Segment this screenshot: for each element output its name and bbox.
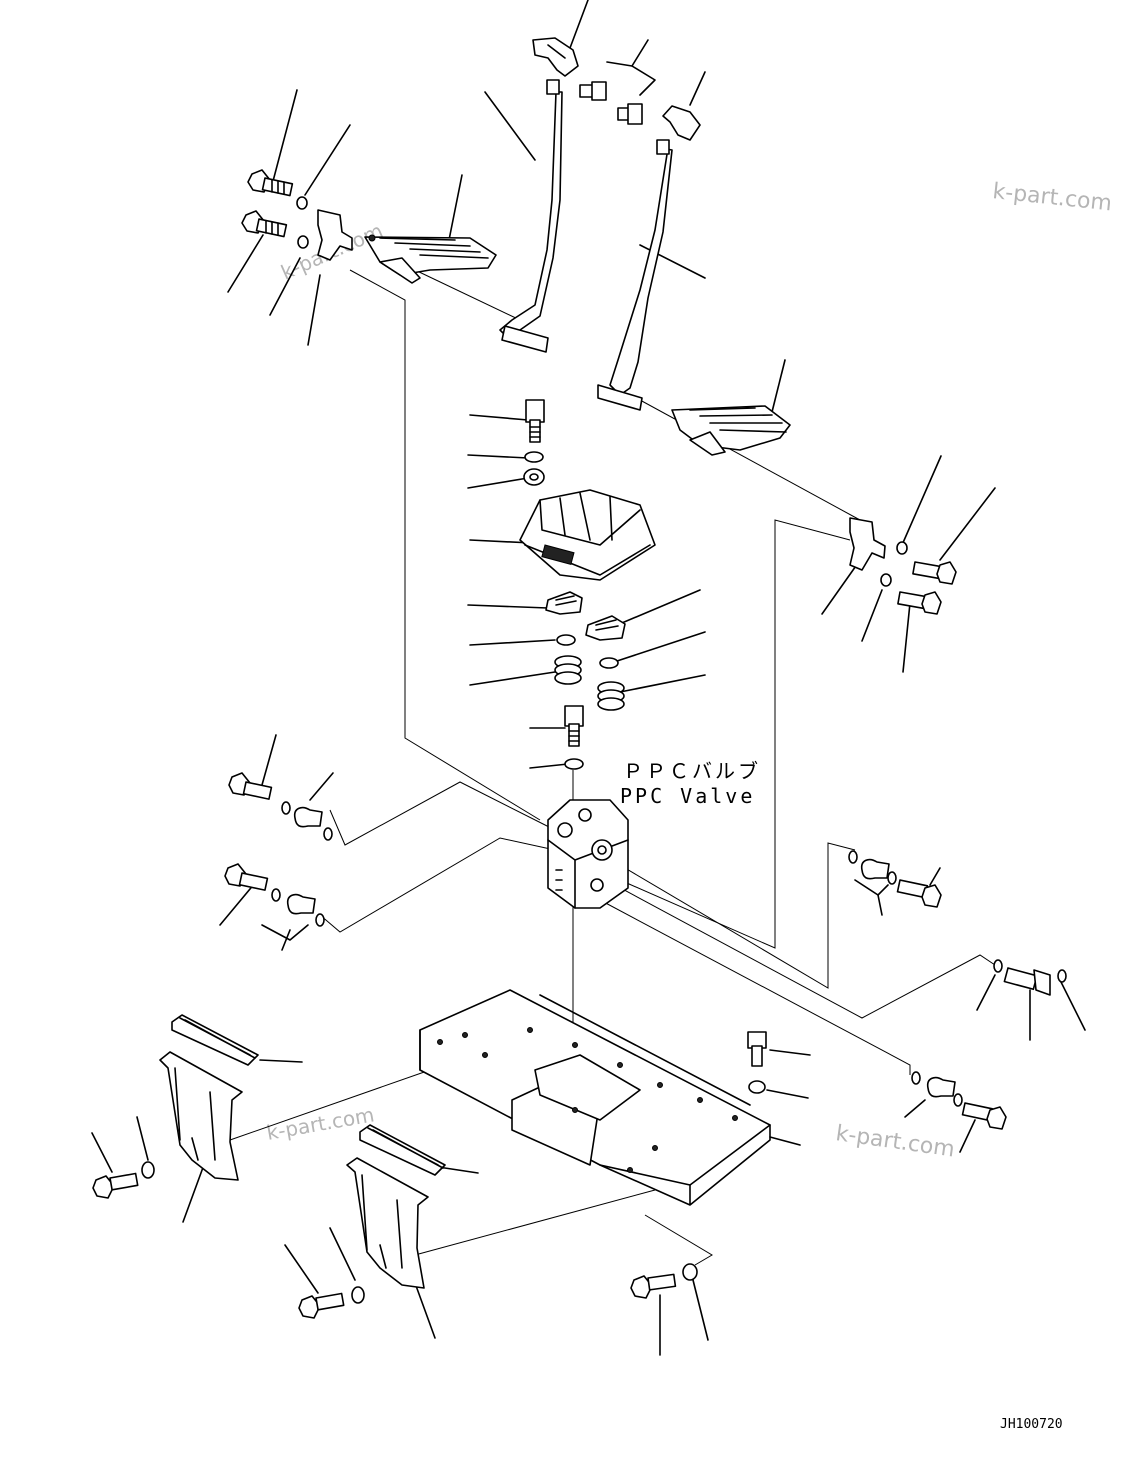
oring-left-1b [323,827,333,841]
oring-right-2b [1057,969,1067,983]
washer-floor-lower [682,1263,698,1281]
assembly-lines [229,269,996,1266]
bolt-pedal-left [92,1172,139,1199]
leader-lines [91,0,1086,1356]
elbow-fitting-left-2 [286,893,316,915]
lever-knob-left [532,37,579,77]
watermark-bottom-right: k-part.com [834,1121,956,1162]
spring-left [554,655,582,685]
pedal-bracket-left [317,209,353,261]
bolt-fitting-right-3 [961,1102,1007,1130]
bolt-fitting-right-1 [896,879,942,908]
oring-left-2b [315,913,325,927]
ring-left [556,634,576,646]
oring-right-1 [848,850,858,864]
bolt-fitting-left-2 [224,863,269,891]
washer-pedal-right [351,1286,365,1304]
drawing-id: JH100720 [1000,1417,1063,1432]
floor-pedal-right [359,1124,446,1176]
ring-right [599,657,619,669]
oring-left-1 [281,801,291,815]
joint-upper-1 [579,81,607,101]
bolt-fitting-left-1 [228,772,273,800]
floor-plate [419,989,771,1206]
lever-knob-right [662,105,701,141]
ppc-valve-label-en: PPC Valve [620,784,755,808]
rod-left [499,79,563,353]
joint-upper-2 [617,103,643,125]
oring-right-1b [887,871,897,885]
bolt-floor-plate [747,1031,767,1067]
elbow-fitting-right-3 [926,1076,956,1098]
washer-pedal-left [141,1161,155,1179]
elbow-fitting-right-1 [860,858,890,880]
spring-right [597,681,625,711]
bolt-upper-left-2 [241,210,288,238]
washer-floor-plate [748,1080,766,1094]
oring-right-2 [993,959,1003,973]
pedal-left-upper [364,234,497,284]
washer-center-1 [524,451,544,463]
oring-right-3 [911,1071,921,1085]
washer-right-1 [896,541,908,555]
bolt-pedal-right [298,1292,345,1319]
washer-upper-left-2 [297,235,309,249]
bolt-right-2 [897,591,942,615]
pedal-support-right [346,1157,429,1289]
elbow-fitting-left-1 [293,806,323,828]
washer-right-2 [880,573,892,587]
pedal-bracket-right [849,517,886,571]
bolt-center-top [525,399,545,443]
ppc-valve-label-jp: ＰＰＣバルブ [623,759,761,783]
elbow-fitting-right-2 [1003,967,1051,996]
watermark-top-right: k-part.com [991,179,1113,216]
oring-left-2 [271,888,281,902]
washer-center-2-hole [529,473,539,481]
ppc-valve-body [547,799,629,909]
rod-right [597,139,673,411]
push-cap-left [545,591,583,615]
bolt-upper-left-1 [247,169,294,197]
pedal-right-upper [671,405,791,456]
washer-upper-left-1 [296,196,308,210]
washer-center-lower [564,758,584,770]
bolt-floor-lower [630,1273,677,1299]
bolt-right-1 [912,561,957,585]
push-cap-right [585,615,626,641]
bolt-center-lower [564,705,584,747]
oring-right-3b [953,1093,963,1107]
floor-pedal-left [171,1014,259,1066]
valve-cover-housing [519,489,656,581]
pedal-support-left [159,1051,243,1181]
